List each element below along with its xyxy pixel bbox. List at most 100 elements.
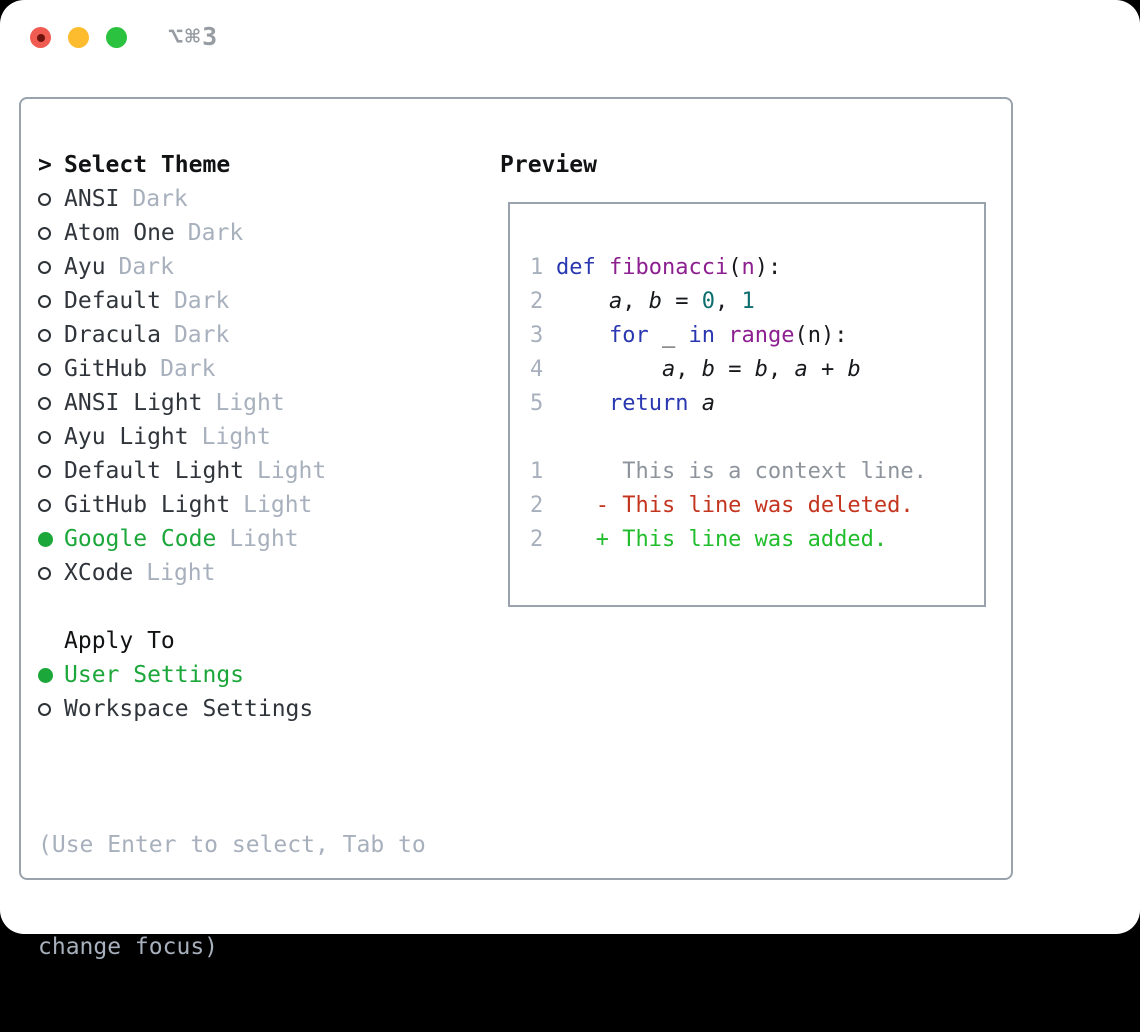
option-label: Dracula (64, 322, 161, 348)
option-variant-label: Light (215, 390, 285, 416)
radio-selected-icon (38, 531, 53, 547)
record-dot-icon (36, 33, 45, 42)
option-variant-label: Dark (132, 186, 188, 212)
apply-option-user-settings[interactable]: User Settings (38, 658, 488, 692)
apply-to-header-row: Apply To (38, 624, 488, 658)
line-number: 2 (530, 289, 544, 314)
theme-option-ansi[interactable]: ANSI Dark (38, 182, 488, 216)
diff-text: - This line was deleted. (556, 493, 914, 518)
diff-line-context: 1 This is a context line. (530, 455, 984, 489)
line-number: 4 (530, 357, 544, 382)
code-line: 3 for _ in range(n): (530, 319, 984, 353)
radio-icon (38, 328, 51, 342)
apply-to-title: Apply To (64, 628, 175, 654)
radio-icon (38, 260, 51, 274)
titlebar: ⌥⌘3 (0, 0, 1140, 70)
code-line: 2 a, b = 0, 1 (530, 285, 984, 319)
option-variant-label: Dark (118, 254, 174, 280)
option-label: User Settings (64, 662, 245, 688)
window-title: ⌥⌘3 (168, 22, 220, 51)
theme-list-title: Select Theme (64, 152, 231, 178)
option-label: ANSI (64, 186, 120, 212)
minimize-button[interactable] (68, 27, 89, 48)
radio-icon (38, 226, 51, 240)
spacer (38, 590, 488, 624)
diff-text: + This line was added. (556, 527, 888, 552)
line-number: 3 (530, 323, 544, 348)
radio-icon (38, 362, 51, 376)
theme-option-google-code[interactable]: Google Code Light (38, 522, 488, 556)
option-variant-label: Dark (160, 356, 216, 382)
spacer (530, 421, 984, 455)
code-line: 1 def fibonacci(n): (530, 251, 984, 285)
theme-list-header-row: > Select Theme (38, 148, 488, 182)
radio-icon (38, 192, 51, 206)
radio-icon (38, 464, 51, 478)
close-button[interactable] (30, 27, 51, 48)
cursor-icon: > (38, 152, 52, 178)
spacer (38, 726, 488, 760)
option-label: GitHub Light (64, 492, 231, 518)
preview-title: Preview (500, 152, 597, 178)
option-variant-label: Dark (173, 322, 230, 348)
option-variant-label: Light (201, 424, 271, 450)
diff-text: This is a context line. (556, 459, 927, 484)
code-text: return a (608, 391, 715, 416)
line-number: 2 (530, 527, 544, 552)
theme-option-dracula[interactable]: Dracula Dark (38, 318, 488, 352)
theme-option-github[interactable]: GitHub Dark (38, 352, 488, 386)
option-label: Ayu Light (64, 424, 189, 450)
option-label: ANSI Light (64, 390, 203, 416)
diff-preview: 1 This is a context line.2 - This line w… (530, 455, 984, 557)
option-label: Default Light (64, 458, 245, 484)
option-label: Default (64, 288, 161, 314)
code-line: 5 return a (530, 387, 984, 421)
theme-option-ansi-light[interactable]: ANSI Light Light (38, 386, 488, 420)
line-number: 1 (530, 255, 544, 280)
option-variant-label: Light (229, 526, 299, 552)
code-text: a, b = 0, 1 (608, 289, 755, 314)
radio-icon (38, 498, 51, 512)
apply-option-workspace-settings[interactable]: Workspace Settings (38, 692, 488, 726)
theme-option-ayu[interactable]: Ayu Dark (38, 250, 488, 284)
code-text: for _ in range(n): (608, 323, 848, 348)
help-text-line2: change focus) (38, 934, 219, 960)
radio-selected-icon (38, 667, 53, 683)
option-label: GitHub (64, 356, 148, 382)
theme-option-default-light[interactable]: Default Light Light (38, 454, 488, 488)
theme-option-atom-one[interactable]: Atom One Dark (38, 216, 488, 250)
diff-line-deleted: 2 - This line was deleted. (530, 489, 984, 523)
line-number: 1 (530, 459, 544, 484)
help-text: (Use Enter to select, Tab to change focu… (38, 760, 488, 1032)
option-variant-label: Light (257, 458, 327, 484)
option-label: XCode (64, 560, 134, 586)
line-number: 2 (530, 493, 544, 518)
option-label: Ayu (64, 254, 106, 280)
option-label: Google Code (64, 526, 217, 552)
help-text-line1: (Use Enter to select, Tab to (38, 832, 426, 858)
maximize-button[interactable] (106, 27, 127, 48)
diff-line-added: 2 + This line was added. (530, 523, 984, 557)
option-variant-label: Light (146, 560, 216, 586)
theme-option-ayu-light[interactable]: Ayu Light Light (38, 420, 488, 454)
option-variant-label: Dark (187, 220, 244, 246)
code-text: def fibonacci(n): (556, 255, 782, 280)
option-label: Workspace Settings (64, 696, 314, 722)
code-text: a, b = b, a + b (661, 357, 861, 382)
radio-icon (38, 430, 51, 444)
line-number: 5 (530, 391, 544, 416)
radio-icon (38, 702, 51, 716)
radio-icon (38, 294, 51, 308)
code-line: 4 a, b = b, a + b (530, 353, 984, 387)
theme-option-xcode[interactable]: XCode Light (38, 556, 488, 590)
option-label: Atom One (64, 220, 175, 246)
